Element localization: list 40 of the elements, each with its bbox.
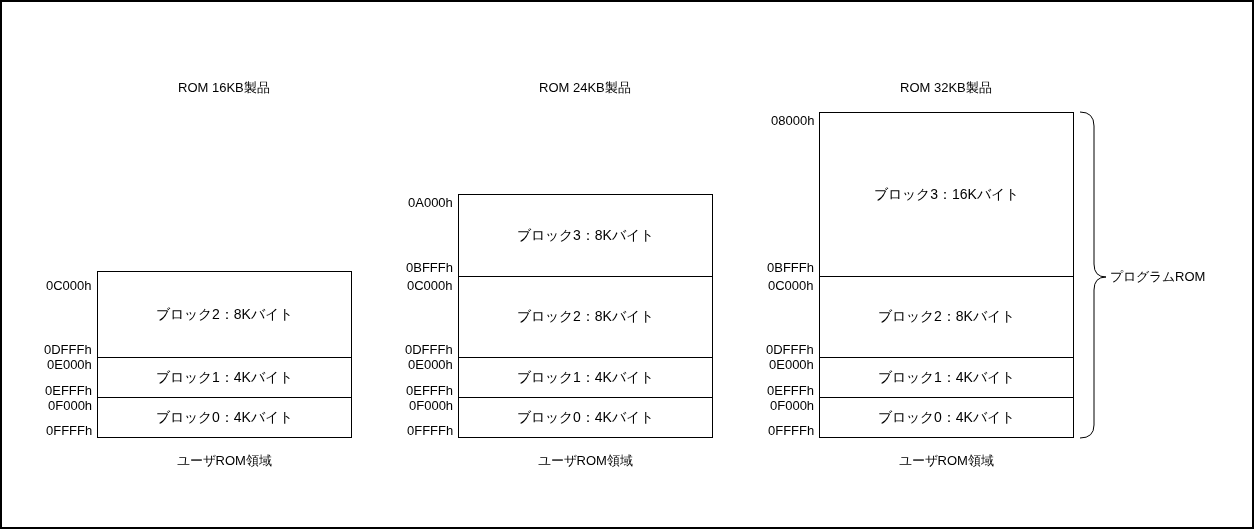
address-label: 0DFFFh <box>766 343 814 357</box>
memory-block: ブロック1：4Kバイト <box>97 357 352 398</box>
address-label: 0FFFFh <box>46 424 93 438</box>
memory-block: ブロック1：4Kバイト <box>819 357 1074 398</box>
address-label: 0E000h <box>408 358 453 372</box>
address-label: 0A000h <box>408 196 453 210</box>
memory-block: ブロック0：4Kバイト <box>458 397 713 438</box>
memory-block: ブロック2：8Kバイト <box>97 271 352 358</box>
address-label: 0C000h <box>407 279 453 293</box>
memory-block: ブロック2：8Kバイト <box>458 276 713 358</box>
address-label: 0FFFFh <box>768 424 815 438</box>
brace-label: プログラムROM <box>1110 270 1206 284</box>
memory-block: ブロック0：4Kバイト <box>97 397 352 438</box>
address-label: 0EFFFh <box>767 384 814 398</box>
address-label: 0C000h <box>46 279 92 293</box>
address-label: 0F000h <box>48 399 93 413</box>
memory-block: ブロック2：8Kバイト <box>819 276 1074 358</box>
area-caption: ユーザROM領域 <box>176 454 272 468</box>
column-heading: ROM 24KB製品 <box>539 81 631 95</box>
area-caption: ユーザROM領域 <box>898 454 994 468</box>
address-label: 0E000h <box>769 358 814 372</box>
column-heading: ROM 32KB製品 <box>900 81 992 95</box>
address-label: 0BFFFh <box>406 261 453 275</box>
address-label: 0E000h <box>47 358 92 372</box>
address-label: 08000h <box>771 114 815 128</box>
address-label: 0DFFFh <box>405 343 453 357</box>
memory-block: ブロック0：4Kバイト <box>819 397 1074 438</box>
memory-block: ブロック1：4Kバイト <box>458 357 713 398</box>
memory-block: ブロック3：16Kバイト <box>819 112 1074 277</box>
address-label: 0F000h <box>770 399 815 413</box>
address-label: 0DFFFh <box>44 343 92 357</box>
area-caption: ユーザROM領域 <box>537 454 633 468</box>
memory-block: ブロック3：8Kバイト <box>458 194 713 277</box>
address-label: 0FFFFh <box>407 424 454 438</box>
address-label: 0EFFFh <box>406 384 453 398</box>
column-heading: ROM 16KB製品 <box>178 81 270 95</box>
address-label: 0F000h <box>409 399 454 413</box>
address-label: 0C000h <box>768 279 814 293</box>
address-label: 0EFFFh <box>45 384 92 398</box>
address-label: 0BFFFh <box>767 261 814 275</box>
